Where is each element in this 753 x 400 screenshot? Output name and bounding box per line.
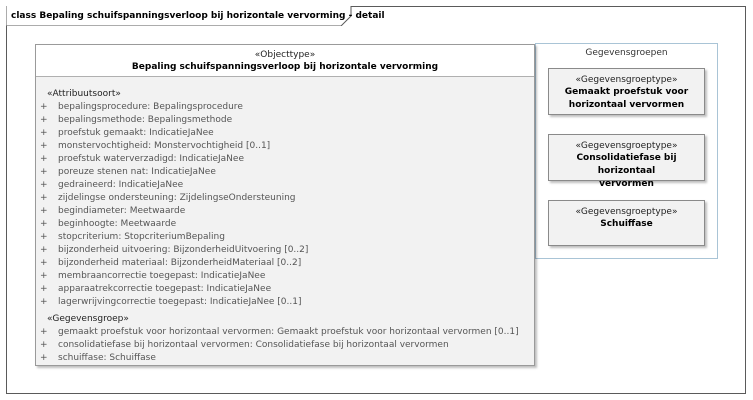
visibility-public-marker: + xyxy=(40,167,48,177)
visibility-public-marker: + xyxy=(40,232,48,242)
attribute-row-text: poreuze stenen nat: IndicatieJaNee xyxy=(58,167,216,177)
visibility-public-marker: + xyxy=(40,206,48,216)
attribute-list: +bepalingsprocedure: Bepalingsprocedure+… xyxy=(36,101,534,309)
datatype-gemaakt-proefstuk[interactable]: «Gegevensgroeptype» Gemaakt proefstuk vo… xyxy=(548,68,705,115)
visibility-public-marker: + xyxy=(40,271,48,281)
visibility-public-marker: + xyxy=(40,284,48,294)
attribute-row-text: gedraineerd: IndicatieJaNee xyxy=(58,180,184,190)
attribute-row-text: monstervochtigheid: Monstervochtigheid [… xyxy=(58,141,271,151)
datatype-consolidatiefase[interactable]: «Gegevensgroeptype» Consolidatiefase bij… xyxy=(548,134,705,189)
attribute-row[interactable]: + poreuze stenen nat: IndicatieJaNee xyxy=(36,166,534,179)
visibility-public-marker: + xyxy=(40,115,48,125)
group-row[interactable]: + consolidatiefase bij horizontaal vervor… xyxy=(36,339,534,352)
attribute-row-text: stopcriterium: StopcriteriumBepaling xyxy=(58,232,225,242)
class-header: «Objecttype» Bepaling schuifspanningsver… xyxy=(36,45,534,77)
attribute-row[interactable]: + bepalingsprocedure: Bepalingsprocedure xyxy=(36,101,534,114)
attribute-row[interactable]: + proefstuk gemaakt: IndicatieJaNee xyxy=(36,127,534,140)
datatype-stereotype: «Gegevensgroeptype» xyxy=(575,207,678,217)
frame-tab-outline xyxy=(6,6,352,26)
attribute-section-title: «Attribuutsoort» xyxy=(47,89,121,99)
attribute-row-text: membraancorrectie toegepast: IndicatieJa… xyxy=(58,271,266,281)
attribute-row-text: begindiameter: Meetwaarde xyxy=(58,206,186,216)
visibility-public-marker: + xyxy=(40,219,48,229)
class-name: Bepaling schuifspanningsverloop bij hori… xyxy=(131,62,439,72)
attribute-row-text: bijzonderheid uitvoering: BijzonderheidU… xyxy=(58,245,309,255)
group-row-text: schuiffase: Schuiffase xyxy=(58,353,156,363)
visibility-public-marker: + xyxy=(40,258,48,268)
group-row-text: consolidatiefase bij horizontaal vervorm… xyxy=(58,340,449,350)
visibility-public-marker: + xyxy=(40,102,48,112)
class-element[interactable]: «Objecttype» Bepaling schuifspanningsver… xyxy=(35,44,535,366)
attribute-row-text: beginhoogte: Meetwaarde xyxy=(58,219,177,229)
attribute-row-text: apparaatrekcorrectie toegepast: Indicati… xyxy=(58,284,272,294)
attribute-row-text: proefstuk gemaakt: IndicatieJaNee xyxy=(58,128,214,138)
attribute-row[interactable]: + lagerwrijvingcorrectie toegepast: Indic… xyxy=(36,296,534,309)
attribute-row-text: zijdelingse ondersteuning: ZijdelingseOn… xyxy=(58,193,296,203)
attribute-row[interactable]: + monstervochtigheid: Monstervochtigheid … xyxy=(36,140,534,153)
visibility-public-marker: + xyxy=(40,297,48,307)
visibility-public-marker: + xyxy=(40,128,48,138)
datatype-name-line: vervormen xyxy=(599,179,654,189)
visibility-public-marker: + xyxy=(40,340,48,350)
attribute-row[interactable]: + membraancorrectie toegepast: IndicatieJ… xyxy=(36,270,534,283)
attribute-row-text: bepalingsprocedure: Bepalingsprocedure xyxy=(58,102,243,112)
group-row-text: gemaakt proefstuk voor horizontaal vervo… xyxy=(58,327,519,337)
attribute-row[interactable]: + proefstuk waterverzadigd: IndicatieJaNe… xyxy=(36,153,534,166)
group-section-title: «Gegevensgroep» xyxy=(47,314,129,324)
attribute-row[interactable]: + bepalingsmethode: Bepalingsmethode xyxy=(36,114,534,127)
attribute-row[interactable]: + bijzonderheid uitvoering: Bijzonderheid… xyxy=(36,244,534,257)
datatype-name-line: Gemaakt proefstuk voor xyxy=(564,87,689,97)
datatype-name-line: Schuiffase xyxy=(600,219,653,229)
visibility-public-marker: + xyxy=(40,327,48,337)
visibility-public-marker: + xyxy=(40,245,48,255)
group-row[interactable]: + gemaakt proefstuk voor horizontaal verv… xyxy=(36,326,534,339)
frame-title: class Bepaling schuifspanningsverloop bi… xyxy=(11,11,385,21)
group-list: + gemaakt proefstuk voor horizontaal verv… xyxy=(36,326,534,365)
attribute-row-text: bijzonderheid materiaal: BijzonderheidMa… xyxy=(58,258,302,268)
visibility-public-marker: + xyxy=(40,141,48,151)
attribute-row-text: proefstuk waterverzadigd: IndicatieJaNee xyxy=(58,154,244,164)
attribute-row-text: lagerwrijvingcorrectie toegepast: Indica… xyxy=(58,297,302,307)
datatype-stereotype: «Gegevensgroeptype» xyxy=(575,141,678,151)
datatype-schuiffase[interactable]: «Gegevensgroeptype» Schuiffase xyxy=(548,200,705,246)
visibility-public-marker: + xyxy=(40,193,48,203)
attribute-row[interactable]: + beginhoogte: Meetwaarde xyxy=(36,218,534,231)
datatype-stereotype: «Gegevensgroeptype» xyxy=(575,75,678,85)
visibility-public-marker: + xyxy=(40,353,48,363)
data-group-panel-title: Gegevensgroepen xyxy=(585,48,668,58)
visibility-public-marker: + xyxy=(40,180,48,190)
datatype-name-line: horizontaal vervormen xyxy=(568,100,685,110)
attribute-row[interactable]: + begindiameter: Meetwaarde xyxy=(36,205,534,218)
visibility-public-marker: + xyxy=(40,154,48,164)
attribute-row[interactable]: + gedraineerd: IndicatieJaNee xyxy=(36,179,534,192)
attribute-row[interactable]: + bijzonderheid materiaal: BijzonderheidM… xyxy=(36,257,534,270)
datatype-name-line: Consolidatiefase bij horizontaal xyxy=(576,153,677,176)
attribute-row-text: bepalingsmethode: Bepalingsmethode xyxy=(58,115,233,125)
class-stereotype: «Objecttype» xyxy=(254,50,316,60)
attribute-row[interactable]: + stopcriterium: StopcriteriumBepaling xyxy=(36,231,534,244)
group-row[interactable]: + schuiffase: Schuiffase xyxy=(36,352,534,365)
attribute-row[interactable]: + apparaatrekcorrectie toegepast: Indicat… xyxy=(36,283,534,296)
attribute-row[interactable]: + zijdelingse ondersteuning: ZijdelingseO… xyxy=(36,192,534,205)
